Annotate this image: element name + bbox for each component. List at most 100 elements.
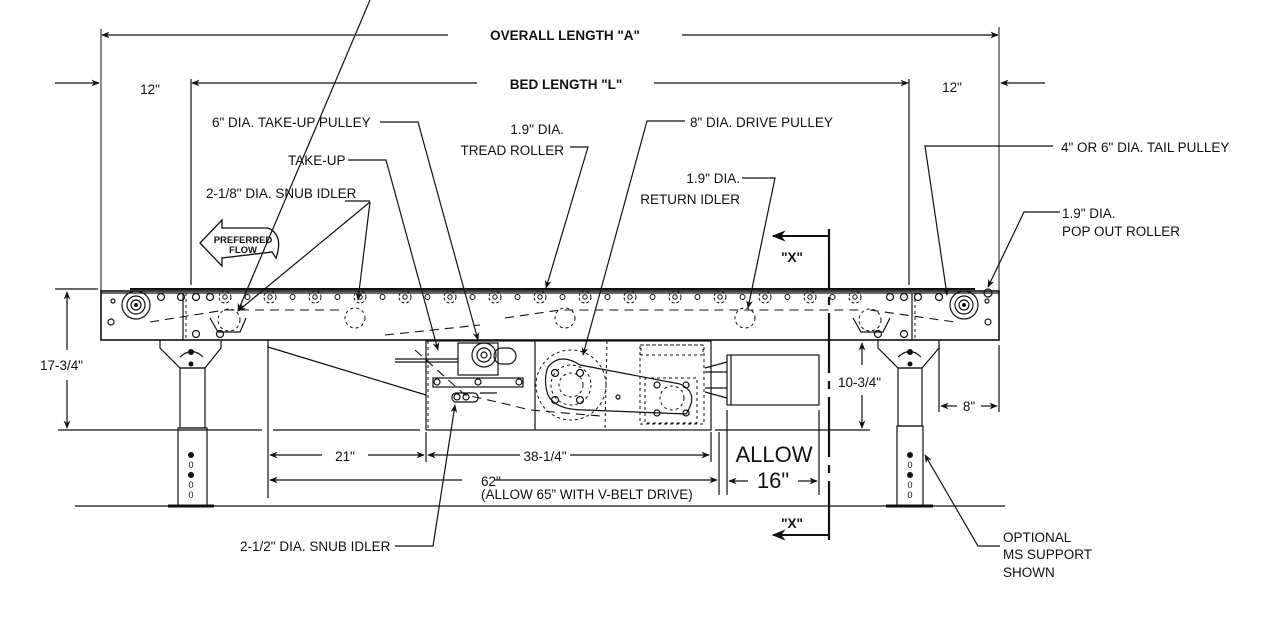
tread-roller-axle — [492, 294, 498, 300]
callout-pop-out-text-1: 1.9" DIA. — [1062, 206, 1116, 221]
tread-roller-axle — [312, 294, 318, 300]
bed-length-label: BED LENGTH "L" — [510, 77, 623, 92]
callout-tail-pulley-text: 4" OR 6" DIA. TAIL PULLEY — [1061, 140, 1229, 155]
leg-offset-dimension: 8" — [938, 345, 1000, 414]
drive-offset-label: 21" — [335, 449, 355, 464]
tread-roller — [803, 290, 817, 304]
tread-roller — [758, 290, 772, 304]
leg-offset-label: 8" — [963, 399, 976, 414]
tread-roller — [289, 294, 296, 300]
tread-roller — [443, 290, 457, 304]
callout-tread-roller: 1.9" DIA. TREAD ROLLER — [460, 122, 589, 289]
tread-roller-axle — [627, 294, 633, 300]
drive-length-label: 38-1/4" — [523, 449, 566, 464]
right-end-label: 12" — [942, 80, 962, 95]
overall-length-label: OVERALL LENGTH "A" — [490, 28, 640, 43]
tread-roller — [784, 294, 791, 300]
tread-roller — [604, 294, 611, 300]
tread-roller — [308, 290, 322, 304]
overall-drive-label: 62" — [481, 474, 501, 489]
tread-roller-axle — [762, 294, 768, 300]
flow-label-line2: FLOW — [229, 245, 257, 256]
drive-dimensions: 21" 38-1/4" 62" (ALLOW 65” WITH V-BELT D… — [267, 345, 820, 502]
callout-support-text-1: OPTIONAL — [1003, 530, 1072, 545]
callout-return-idler-text-2: RETURN IDLER — [640, 192, 740, 207]
callout-ms-support: OPTIONAL MS SUPPORT SHOWN — [924, 454, 1092, 580]
callout-take-up-text: TAKE-UP — [288, 153, 346, 168]
right-end-dimension: 12" — [942, 79, 1045, 95]
tread-roller — [263, 290, 277, 304]
tread-roller — [848, 290, 862, 304]
tread-roller-axle — [222, 294, 228, 300]
tread-roller-axle — [402, 294, 408, 300]
svg-text:0: 0 — [188, 460, 193, 470]
section-mark-top: "X" — [781, 250, 803, 265]
tread-roller-axle — [717, 294, 723, 300]
svg-text:0: 0 — [188, 490, 193, 500]
tail-pulley-right — [873, 288, 993, 339]
height-dimension: 17-3/4" — [40, 288, 98, 429]
drive-clearance-label: 10-3/4" — [838, 375, 881, 390]
left-end-label: 12" — [140, 82, 160, 97]
tread-roller — [398, 290, 412, 304]
callout-tread-roller-text-1: 1.9" DIA. — [510, 122, 564, 137]
callout-tail-pulley: 4" OR 6" DIA. TAIL PULLEY — [924, 140, 1229, 296]
tread-roller — [694, 294, 701, 300]
tread-roller — [668, 290, 682, 304]
bed-length-dimension: BED LENGTH "L" — [190, 77, 910, 285]
callout-snub-idler-small: 2-1/8" DIA. SNUB IDLER — [206, 0, 371, 312]
callout-pop-out-text-2: POP OUT ROLLER — [1062, 224, 1180, 239]
tread-roller — [488, 290, 502, 304]
center-drive-unit — [267, 340, 820, 431]
tread-roller — [353, 290, 367, 304]
tread-roller-axle — [447, 294, 453, 300]
tread-roller — [739, 294, 746, 300]
callout-snub-idler-small-text: 2-1/8" DIA. SNUB IDLER — [206, 186, 357, 201]
tread-roller-axle — [672, 294, 678, 300]
height-label: 17-3/4" — [40, 358, 83, 373]
drive-clearance-dimension: 10-3/4" — [838, 342, 881, 429]
allow-value: 16" — [757, 468, 789, 493]
overall-drive-note: (ALLOW 65” WITH V-BELT DRIVE) — [481, 487, 693, 502]
flow-label-line1: PREFERRED — [214, 235, 273, 246]
tread-roller — [533, 290, 547, 304]
svg-text:0: 0 — [907, 460, 912, 470]
svg-text:0: 0 — [907, 490, 912, 500]
section-mark-bottom: "X" — [781, 516, 803, 531]
tread-roller-axle — [537, 294, 543, 300]
tread-roller-axle — [852, 294, 858, 300]
callout-take-up-pulley: 6" DIA. TAKE-UP PULLEY — [212, 115, 480, 341]
callout-drive-pulley: 8" DIA. DRIVE PULLEY — [581, 115, 833, 356]
tail-pulley-left — [107, 290, 225, 339]
callout-snub-idler-large-text: 2-1/2" DIA. SNUB IDLER — [240, 539, 391, 554]
tread-roller-axle — [267, 294, 273, 300]
left-end-dimension: 12" — [55, 79, 160, 97]
section-line-x: "X" "X" — [771, 229, 831, 541]
callout-return-idler-text-1: 1.9" DIA. — [686, 171, 740, 186]
tread-roller — [578, 290, 592, 304]
callout-snub-idler-large: 2-1/2" DIA. SNUB IDLER — [240, 404, 458, 554]
tread-roller — [218, 290, 232, 304]
tread-roller — [424, 294, 431, 300]
callout-support-text-2: MS SUPPORT — [1003, 547, 1092, 562]
tread-roller — [559, 294, 566, 300]
snub-idlers — [209, 307, 891, 333]
tread-roller — [649, 294, 656, 300]
allow-label: ALLOW — [735, 442, 812, 467]
tread-roller — [244, 294, 251, 300]
tread-roller — [713, 290, 727, 304]
tread-roller — [623, 290, 637, 304]
callout-support-text-3: SHOWN — [1003, 565, 1055, 580]
callout-drive-pulley-text: 8" DIA. DRIVE PULLEY — [690, 115, 833, 130]
tread-roller — [334, 294, 341, 300]
tread-roller-axle — [807, 294, 813, 300]
tread-roller — [379, 294, 386, 300]
callout-take-up: TAKE-UP — [288, 153, 440, 351]
tread-roller-axle — [582, 294, 588, 300]
svg-text:0: 0 — [188, 480, 193, 490]
callout-pop-out-roller: 1.9" DIA. POP OUT ROLLER — [987, 206, 1180, 288]
left-support-leg: 0 0 0 — [159, 340, 222, 508]
callout-take-up-pulley-text: 6" DIA. TAKE-UP PULLEY — [212, 115, 371, 130]
svg-text:0: 0 — [907, 480, 912, 490]
